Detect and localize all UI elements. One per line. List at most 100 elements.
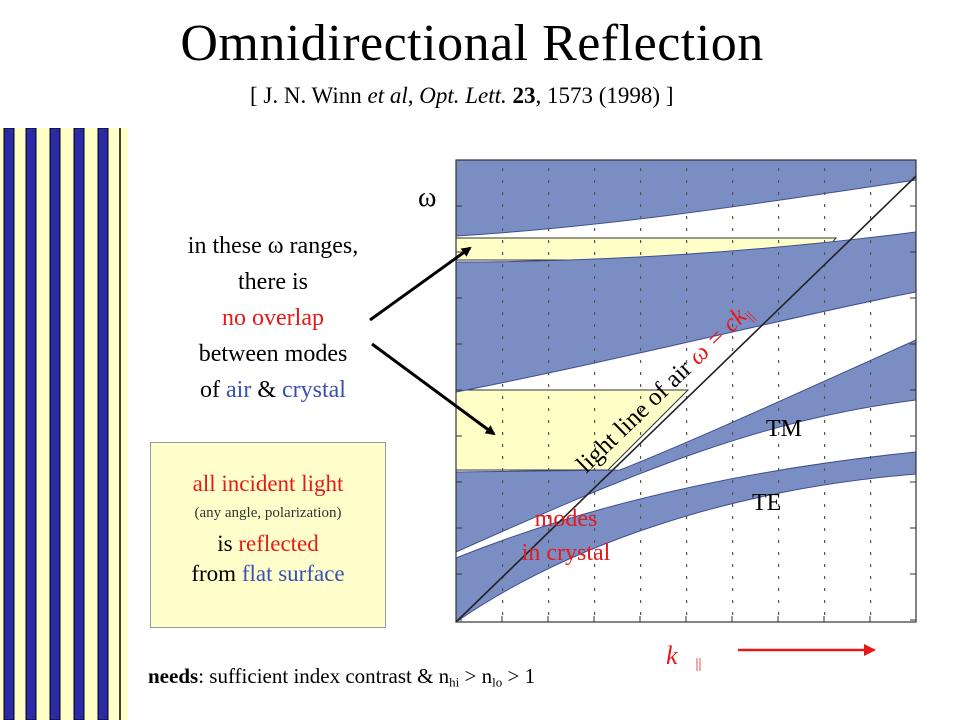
grid-dot xyxy=(778,240,780,243)
grid-dot xyxy=(778,600,780,603)
citation-journal: Opt. Lett. xyxy=(419,83,507,108)
grid-dot xyxy=(824,288,826,291)
grid-dot xyxy=(640,372,642,375)
grid-dot xyxy=(870,468,872,471)
grid-dot xyxy=(640,468,642,471)
grid-dot xyxy=(732,456,734,459)
grid-dot xyxy=(778,588,780,591)
grid-dot xyxy=(502,612,504,615)
grid-dot xyxy=(686,192,688,195)
grid-dot xyxy=(686,528,688,531)
grid-dot xyxy=(548,180,550,183)
grid-dot xyxy=(824,240,826,243)
grid-dot xyxy=(686,504,688,507)
grid-dot xyxy=(686,216,688,219)
grid-dot xyxy=(824,348,826,351)
grid-dot xyxy=(548,276,550,279)
grid-dot xyxy=(502,372,504,375)
explanation-text: in these ω ranges, there is no overlap b… xyxy=(148,228,398,408)
grid-dot xyxy=(548,516,550,519)
grid-dot xyxy=(732,336,734,339)
grid-dot xyxy=(502,516,504,519)
grid-dots xyxy=(502,168,872,615)
grid-dot xyxy=(686,540,688,543)
grid-dot xyxy=(594,336,596,339)
grid-dot xyxy=(870,264,872,267)
grid-dot xyxy=(870,372,872,375)
grid-dot xyxy=(824,540,826,543)
grid-dot xyxy=(686,300,688,303)
grid-dot xyxy=(686,240,688,243)
grid-dot xyxy=(778,312,780,315)
grid-dot xyxy=(502,300,504,303)
grid-dot xyxy=(594,240,596,243)
grid-dot xyxy=(548,300,550,303)
grid-dot xyxy=(778,360,780,363)
grid-dot xyxy=(870,168,872,171)
grid-dot xyxy=(824,396,826,399)
grid-dot xyxy=(548,408,550,411)
needs-sub-lo: lo xyxy=(492,674,503,690)
citation-et-al: et al xyxy=(367,83,408,108)
explanation-line-3: no overlap xyxy=(222,305,324,331)
grid-dot xyxy=(732,312,734,315)
grid-dot xyxy=(824,180,826,183)
grid-dot xyxy=(502,528,504,531)
grid-dot xyxy=(594,420,596,423)
grid-dot xyxy=(824,204,826,207)
explanation-air: air xyxy=(226,377,252,403)
grid-dot xyxy=(870,540,872,543)
te-label: TE xyxy=(752,490,781,516)
grid-dot xyxy=(870,384,872,387)
grid-dot xyxy=(732,252,734,255)
grid-dot xyxy=(640,528,642,531)
grid-dot xyxy=(778,492,780,495)
grid-dot xyxy=(870,552,872,555)
grid-dot xyxy=(778,612,780,615)
grid-dot xyxy=(548,384,550,387)
grid-dot xyxy=(824,324,826,327)
grid-dot xyxy=(732,360,734,363)
grid-dot xyxy=(824,528,826,531)
callout-line-2: (any angle, polarization) xyxy=(194,505,342,521)
band-second xyxy=(455,231,917,393)
callout-is: is xyxy=(217,531,239,556)
grid-dot xyxy=(594,528,596,531)
grid-dot xyxy=(870,396,872,399)
needs-sub-hi: hi xyxy=(449,674,460,690)
grid-dot xyxy=(594,396,596,399)
grid-dot xyxy=(548,552,550,555)
grid-dot xyxy=(502,312,504,315)
grid-dot xyxy=(870,228,872,231)
grid-dot xyxy=(502,408,504,411)
grid-dot xyxy=(824,384,826,387)
grid-dot xyxy=(502,420,504,423)
grid-dot xyxy=(548,528,550,531)
grid-dot xyxy=(778,216,780,219)
grid-dot xyxy=(870,492,872,495)
light-line-subscript: || xyxy=(743,309,758,325)
grid-dot xyxy=(548,588,550,591)
grid-dot xyxy=(824,372,826,375)
grid-dot xyxy=(640,192,642,195)
needs-text-1: : sufficient index contrast & n xyxy=(198,664,450,688)
grid-dot xyxy=(548,372,550,375)
explanation-amp: & xyxy=(251,377,282,403)
explanation-line-1: in these ω ranges, xyxy=(187,233,359,259)
grid-dot xyxy=(640,432,642,435)
grid-dot xyxy=(594,516,596,519)
grid-dot xyxy=(686,480,688,483)
grid-dot xyxy=(548,252,550,255)
grid-dot xyxy=(870,432,872,435)
light-line-equation: ω = ck xyxy=(683,302,752,370)
grid-dot xyxy=(502,576,504,579)
grid-dot xyxy=(732,396,734,399)
grid-dot xyxy=(594,264,596,267)
callout-line-3: is reflected xyxy=(151,529,385,559)
omega-axis-label: ω xyxy=(418,182,436,213)
grid-dot xyxy=(686,168,688,171)
explanation-of: of xyxy=(200,377,227,403)
grid-dot xyxy=(778,276,780,279)
modes-label-line2: in crystal xyxy=(522,540,611,566)
grid-dot xyxy=(732,276,734,279)
